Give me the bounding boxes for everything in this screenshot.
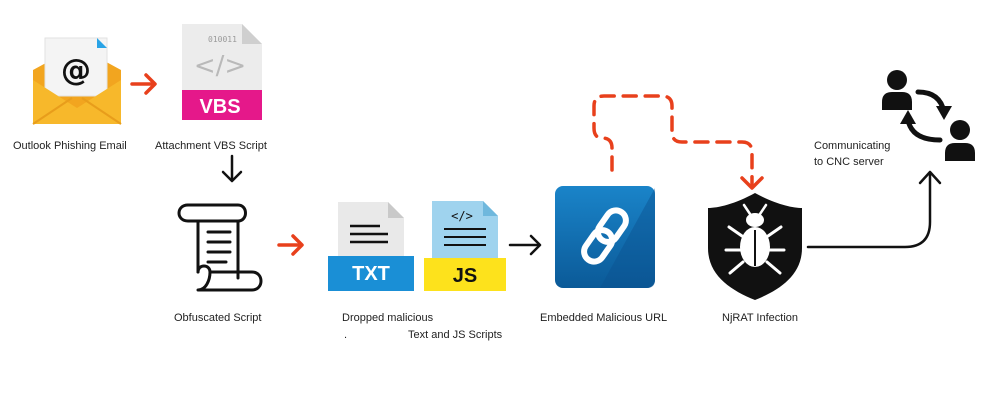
dropped-scripts-label-line2: Text and JS Scripts bbox=[408, 329, 503, 341]
cnc-arrow bbox=[806, 170, 942, 249]
link-icon bbox=[555, 186, 655, 288]
user-exchange-icon bbox=[882, 70, 975, 161]
malicious-url-label: Embedded Malicious URL bbox=[540, 312, 668, 324]
txt-tag: TXT bbox=[352, 263, 390, 285]
txt-file-icon: TXT bbox=[328, 202, 414, 291]
vbs-tag: VBS bbox=[199, 96, 240, 118]
outlook-email-label: Outlook Phishing Email bbox=[13, 140, 127, 152]
vbs-attachment-label: Attachment VBS Script bbox=[155, 140, 267, 152]
js-code-brackets: </> bbox=[451, 209, 473, 223]
js-tag: JS bbox=[453, 265, 477, 287]
down-arrow bbox=[221, 154, 243, 183]
njrat-label: NjRAT Infection bbox=[722, 312, 799, 324]
bug-shield-icon bbox=[708, 193, 802, 300]
dropped-scripts-label-line1: Dropped malicious bbox=[342, 312, 434, 324]
obfuscated-script-label: Obfuscated Script bbox=[174, 312, 262, 324]
vbs-file-icon: 010011 </> VBS bbox=[182, 24, 262, 120]
cnc-label-line2: to CNC server bbox=[814, 156, 884, 168]
js-file-icon: </> JS bbox=[424, 201, 506, 291]
binary-text: 010011 bbox=[208, 35, 237, 44]
red-arrow bbox=[277, 234, 304, 256]
cnc-label-line1: Communicating bbox=[814, 140, 891, 152]
envelope-at-icon: @ bbox=[32, 37, 122, 125]
code-brackets: </> bbox=[194, 51, 246, 81]
right-arrow bbox=[508, 234, 542, 256]
dashed-red-arrow bbox=[592, 94, 764, 190]
scroll-icon bbox=[177, 203, 263, 292]
dropped-scripts-stray-mark: . bbox=[344, 329, 348, 341]
at-glyph: @ bbox=[61, 53, 91, 88]
red-arrow bbox=[130, 73, 157, 95]
